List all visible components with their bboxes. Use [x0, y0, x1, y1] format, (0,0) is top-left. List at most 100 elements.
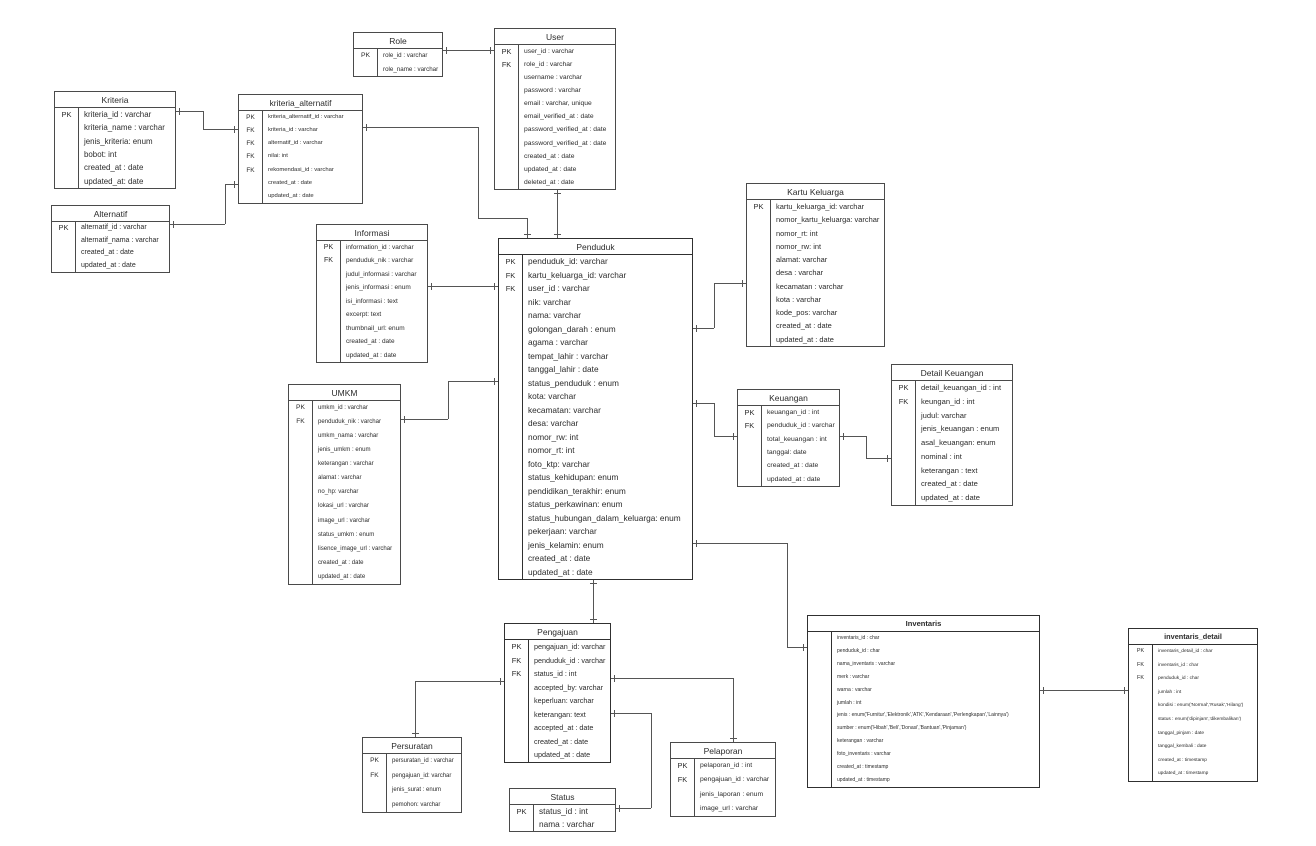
relationship-end-marker	[173, 221, 174, 228]
field-text: kondisi : enum('Normal','Rusak','Hilang'…	[1158, 703, 1244, 709]
field-text: alternatif_id : varchar	[268, 140, 323, 147]
relationship-end-marker	[412, 733, 419, 734]
relationship-line-penduduk-kartu_keluarga	[714, 283, 715, 328]
relationship-line-keuangan-detail_keuangan	[866, 436, 867, 458]
field-key	[1129, 753, 1153, 768]
field-key	[747, 239, 771, 254]
relationship-line-keuangan-detail_keuangan	[840, 436, 866, 437]
field-key	[505, 748, 529, 762]
field-key	[499, 471, 523, 485]
field-key: FK	[1129, 672, 1153, 686]
field-key: PK	[892, 381, 916, 395]
entity-field-row: created_at : timestamp	[808, 761, 1039, 774]
field-key	[55, 161, 79, 175]
entity-field-row: kondisi : enum('Normal','Rusak','Hilang'…	[1129, 699, 1257, 713]
relationship-line-kriteria-kriteria_alternatif	[203, 129, 238, 130]
entity-field-row: tanggal: date	[738, 445, 839, 460]
field-key	[289, 429, 313, 444]
entity-field-row: tempat_lahir : varchar	[499, 349, 692, 363]
relationship-end-marker	[733, 433, 734, 440]
field-text: desa : varchar	[776, 268, 824, 278]
relationship-end-marker	[1043, 687, 1044, 694]
field-key	[495, 71, 519, 85]
relationship-line-user-penduduk	[557, 190, 558, 238]
field-key	[317, 294, 341, 309]
entity-field-row: accepted_by: varchar	[505, 680, 610, 695]
entity-title: Inventaris	[808, 616, 1039, 632]
field-text: updated_at : date	[346, 351, 397, 359]
field-key	[808, 657, 832, 671]
field-key	[747, 226, 771, 240]
field-text: password : varchar	[524, 87, 581, 95]
field-key	[317, 348, 341, 362]
entity-field-row: updated_at : date	[239, 189, 362, 203]
entity-field-row: deleted_at : date	[495, 175, 615, 189]
entity-field-row: penduduk_id : char	[808, 644, 1039, 658]
field-text: updated_at : date	[776, 334, 834, 344]
field-text: merk : varchar	[837, 673, 870, 680]
field-text: updated_at : date	[268, 192, 314, 199]
field-text: username : varchar	[524, 74, 583, 82]
field-text: nama : varchar	[539, 819, 595, 829]
field-text: nama: varchar	[528, 310, 582, 320]
entity-field-row: tanggal_lahir : date	[499, 363, 692, 377]
field-text: persuratan_id : varchar	[392, 758, 454, 764]
field-text: tanggal_kembali : date	[1158, 744, 1207, 750]
relationship-end-marker	[614, 710, 615, 717]
field-text: updated_at : date	[524, 165, 577, 173]
field-key	[747, 213, 771, 227]
field-text: status_id : int	[539, 806, 588, 816]
field-text: nik: varchar	[528, 296, 571, 307]
relationship-line-pengajuan-persuratan	[415, 681, 416, 737]
entity-field-row: role_name : varchar	[354, 62, 442, 76]
field-text: no_hp: varchar	[318, 489, 359, 496]
field-text: thumbnail_url: enum	[346, 324, 405, 332]
field-text: created_at : date	[528, 553, 591, 563]
entity-field-row: alamat: varchar	[747, 253, 884, 267]
entity-field-row: nama_inventaris : varchar	[808, 657, 1039, 671]
field-key	[499, 390, 523, 404]
relationship-end-marker	[179, 108, 180, 115]
field-text: updated_at : date	[81, 261, 136, 269]
field-key: FK	[1129, 658, 1153, 673]
field-key	[808, 773, 832, 787]
entity-field-row: jenis : enum('Furnitur','Elektronik','AT…	[808, 709, 1039, 723]
field-text: penduduk_id : char	[837, 647, 880, 654]
field-text: alamat : varchar	[318, 475, 362, 482]
field-key	[289, 443, 313, 458]
field-key	[499, 376, 523, 390]
field-key: PK	[505, 640, 529, 654]
relationship-line-role-user	[443, 50, 494, 51]
field-key	[808, 709, 832, 723]
field-key: FK	[738, 419, 762, 433]
entity-field-row: bobot: int	[55, 147, 175, 162]
field-text: pengajuan_id: varchar	[392, 772, 452, 779]
field-text: information_id : varchar	[346, 244, 414, 251]
field-text: jenis_kelamin: enum	[528, 539, 604, 550]
field-text: nomor_rw: int	[776, 241, 822, 251]
field-key	[363, 783, 387, 798]
field-text: nomor_rt: int	[776, 228, 818, 238]
field-text: umkm_id : varchar	[318, 405, 368, 411]
field-text: tanggal_lahir : date	[528, 364, 599, 374]
